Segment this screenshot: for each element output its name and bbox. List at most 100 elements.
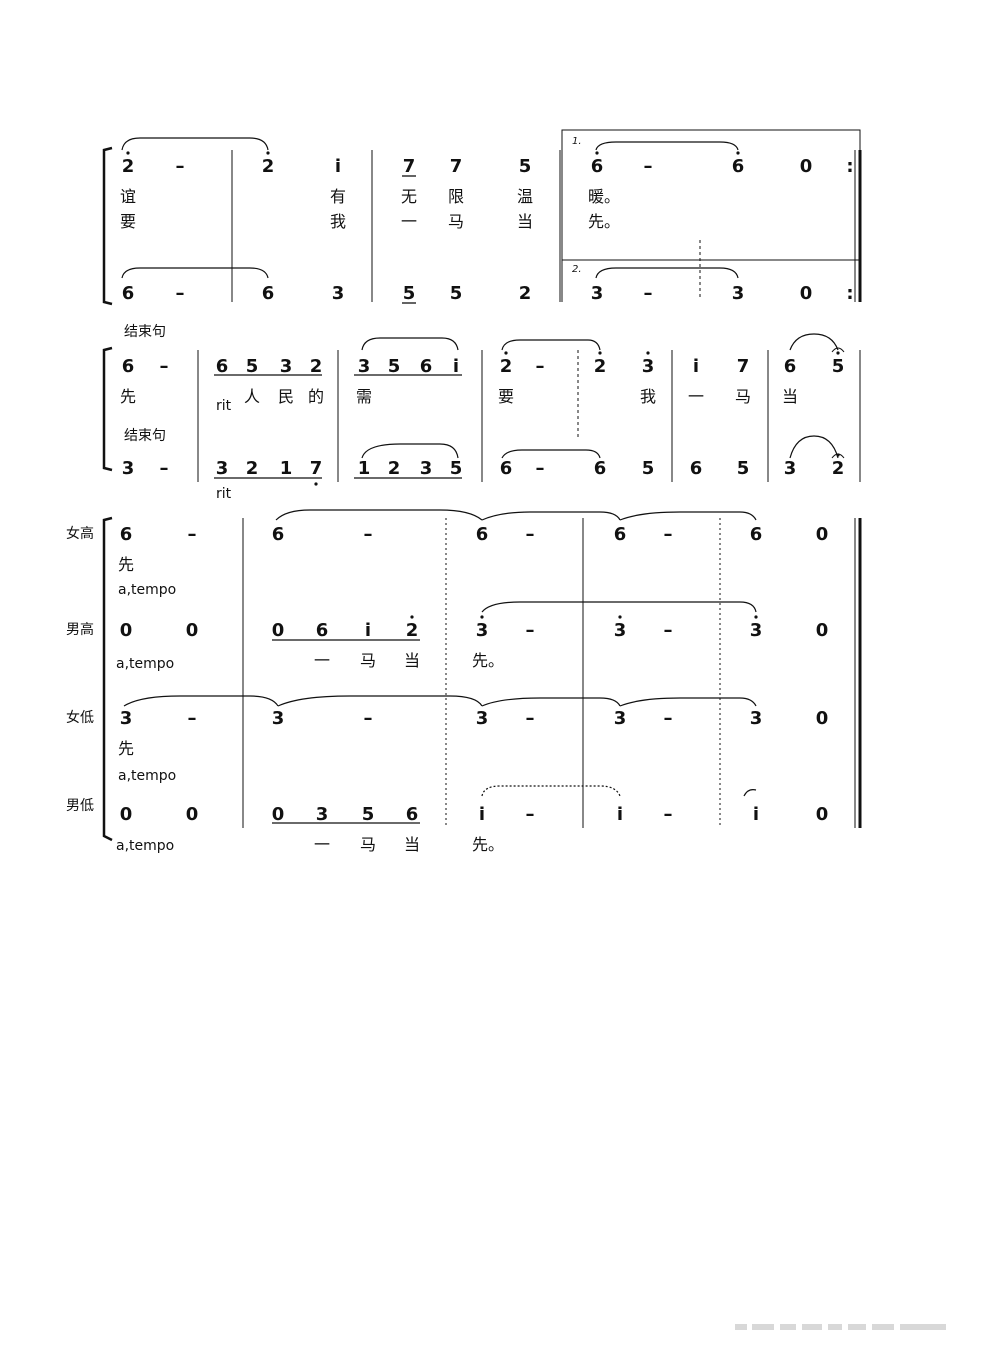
note: –: [536, 356, 545, 377]
note: 3: [280, 356, 293, 377]
note: 6: [732, 156, 745, 177]
note: –: [664, 804, 673, 825]
note: 0: [816, 524, 829, 545]
tie: [619, 697, 757, 707]
note: 2: [832, 458, 845, 479]
slur: [481, 601, 757, 613]
tempo-marking: a,tempo: [116, 838, 174, 854]
slur: [361, 443, 459, 459]
lyric: 人: [244, 387, 260, 406]
note: 2: [406, 620, 419, 641]
note: 0: [272, 620, 285, 641]
lyric: 先。: [472, 835, 504, 854]
tie: [481, 697, 621, 707]
system-1: [102, 129, 862, 306]
octave-dot: [598, 351, 602, 355]
slur: [743, 789, 757, 797]
lyric: 当: [404, 835, 420, 854]
lyric: 马: [360, 651, 376, 670]
note: 3: [476, 708, 489, 729]
note: 3: [784, 458, 797, 479]
note: –: [644, 283, 653, 304]
lyric: 民: [278, 387, 294, 406]
lyric: 无: [401, 187, 417, 206]
note: 6: [690, 458, 703, 479]
note: 0: [800, 156, 813, 177]
note: 0: [120, 804, 133, 825]
note: 5: [450, 458, 463, 479]
note: 6: [591, 156, 604, 177]
lyric: 先。: [588, 212, 620, 231]
note: 6: [500, 458, 513, 479]
lyric: 要: [120, 212, 136, 231]
note: 2: [246, 458, 259, 479]
slur: [789, 333, 839, 351]
repeat-dots: :: [846, 156, 853, 177]
note: 0: [186, 620, 199, 641]
note: 5: [832, 356, 845, 377]
slur: [501, 449, 601, 459]
ending-label: 结束句: [124, 428, 166, 444]
slur: [361, 337, 459, 351]
note: 0: [186, 804, 199, 825]
note: 6: [406, 804, 419, 825]
tempo-marking: a,tempo: [116, 656, 174, 672]
note: –: [188, 524, 197, 545]
note: –: [644, 156, 653, 177]
watermark-bar: [828, 1324, 842, 1330]
octave-dot: [410, 615, 414, 619]
note: 3: [316, 804, 329, 825]
note: i: [453, 356, 459, 377]
note: 7: [737, 356, 750, 377]
lyric: 当: [404, 651, 420, 670]
footer-watermark: [735, 1324, 946, 1330]
slur: [595, 141, 739, 151]
note: 6: [784, 356, 797, 377]
rit-marking: rit: [216, 398, 232, 414]
volta-label-1: 1.: [572, 136, 582, 147]
note: –: [160, 458, 169, 479]
note: –: [526, 804, 535, 825]
part-name: 女高: [66, 525, 94, 542]
note: 5: [362, 804, 375, 825]
tie: [481, 511, 621, 521]
note: 2: [122, 156, 135, 177]
octave-dot: [504, 351, 508, 355]
note: i: [479, 804, 485, 825]
system-2-text: 结束句 结束句 6 – 6 5 3 2 3 5 6 i 2 – 2 3 i 7 …: [120, 324, 844, 502]
note: –: [664, 620, 673, 641]
tie: [275, 509, 483, 521]
note: 3: [358, 356, 371, 377]
tempo-marking: a,tempo: [118, 768, 176, 784]
system-bracket: [102, 146, 113, 306]
note: 0: [120, 620, 133, 641]
lyric: 谊: [120, 187, 136, 206]
volta-label-2: 2.: [572, 264, 582, 275]
slur: [595, 267, 739, 279]
note: 3: [642, 356, 655, 377]
note: –: [176, 156, 185, 177]
watermark-bar: [735, 1324, 747, 1330]
note: 3: [476, 620, 489, 641]
note: 7: [450, 156, 463, 177]
note: 6: [476, 524, 489, 545]
ending-label: 结束句: [124, 324, 166, 340]
note: i: [335, 156, 341, 177]
note: –: [364, 708, 373, 729]
note: 3: [420, 458, 433, 479]
lyric: 马: [448, 212, 464, 231]
lyric: 的: [308, 387, 324, 406]
watermark-bar: [802, 1324, 822, 1330]
note: i: [617, 804, 623, 825]
system-bracket: [102, 516, 113, 842]
note: 6: [122, 283, 135, 304]
note: i: [753, 804, 759, 825]
note: 2: [388, 458, 401, 479]
note: –: [526, 524, 535, 545]
lyric: 先: [118, 555, 134, 574]
lyric: 要: [498, 387, 514, 406]
slur: [481, 785, 621, 797]
note: –: [536, 458, 545, 479]
tie: [277, 695, 483, 707]
